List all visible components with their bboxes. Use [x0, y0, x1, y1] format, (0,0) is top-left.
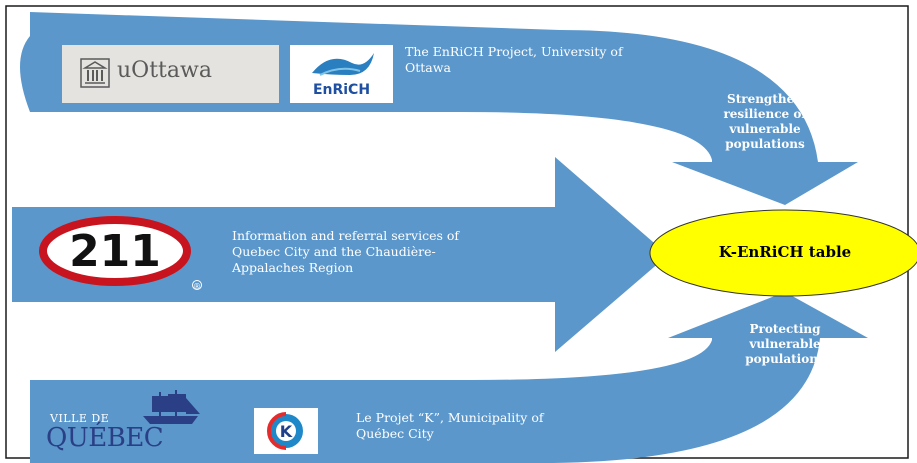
protecting-populations-label: Protecting vulnerable populations — [726, 322, 844, 367]
projet-k-logo: K — [254, 408, 318, 454]
description-line: Québec City — [356, 426, 434, 441]
label-line: Protecting — [749, 322, 821, 336]
k-enrich-oval — [649, 209, 917, 297]
description-line: Information and referral services of — [232, 228, 460, 243]
enrich-text: EnRiCH — [312, 82, 371, 98]
label-line: resilience of — [723, 107, 807, 121]
description-line: Ottawa — [405, 60, 451, 75]
ship-icon — [143, 390, 200, 424]
registered-mark: ® — [193, 282, 201, 291]
enrich-logo: EnRiCH — [290, 45, 393, 103]
enrich-project-description: The EnRiCH Project, University of Ottawa — [405, 44, 623, 76]
referral-services-description: Information and referral services of Que… — [232, 228, 459, 276]
ville-de-text: VILLE DE — [50, 412, 110, 425]
description-line: Appalaches Region — [232, 260, 354, 275]
wave-icon — [312, 53, 374, 76]
strengthen-resilience-label: Strengthen resilience of vulnerable popu… — [700, 92, 830, 152]
bottom-curved-arrow — [30, 292, 868, 463]
label-line: populations — [745, 352, 825, 366]
k-enrich-table-label: K-EnRiCH table — [718, 243, 852, 261]
label-line: vulnerable — [729, 122, 801, 136]
label-line: Strengthen — [727, 92, 803, 106]
registered-circle — [192, 280, 202, 290]
projet-k-description: Le Projet “K”, Municipality of Québec Ci… — [356, 410, 543, 442]
description-line: Quebec City and the Chaudière- — [232, 244, 436, 259]
description-line: Le Projet “K”, Municipality of — [356, 410, 544, 425]
building-icon — [80, 58, 110, 88]
description-line: The EnRiCH Project, University of — [405, 44, 623, 59]
k-letter: K — [280, 422, 293, 441]
uottawa-text: uOttawa — [117, 58, 212, 83]
logo-211-text: 211 — [69, 226, 161, 277]
middle-arrow — [12, 157, 668, 352]
label-line: populations — [725, 137, 805, 151]
logo-211-oval — [39, 216, 191, 286]
label-line: vulnerable — [749, 337, 821, 351]
k-circle-icon: K — [267, 412, 303, 450]
quebec-text: QUÉBEC — [46, 423, 164, 453]
uottawa-logo: uOttawa — [62, 45, 279, 103]
